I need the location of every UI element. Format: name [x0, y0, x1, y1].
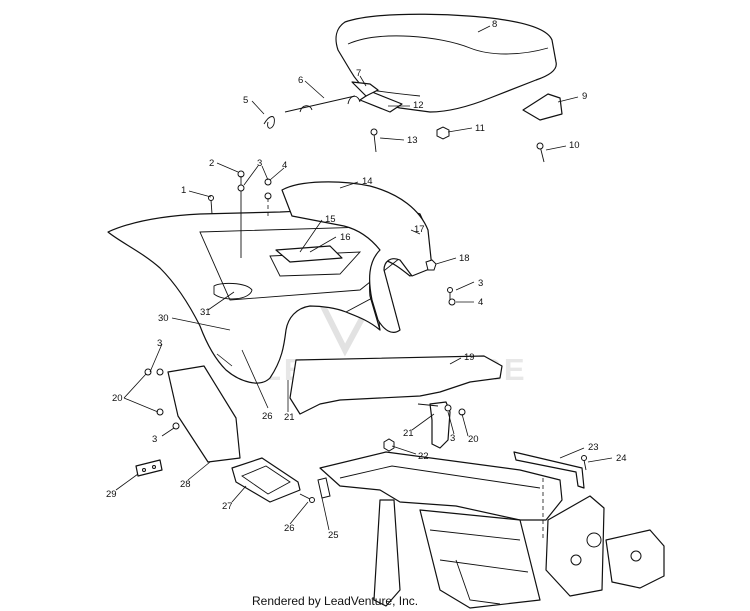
fender-liner [275, 245, 343, 263]
splash-bracket [429, 401, 451, 449]
latch-rod [284, 95, 356, 113]
callout-22: 22 [418, 451, 429, 462]
spacer [317, 477, 331, 499]
seat [335, 13, 557, 113]
callout-14: 14 [362, 176, 373, 187]
fender-clip [425, 259, 437, 271]
callout-9: 9 [582, 91, 587, 102]
callout-30: 30 [158, 313, 169, 324]
callout-6: 6 [298, 75, 303, 86]
callout-29: 29 [106, 489, 117, 500]
callout-2: 2 [209, 158, 214, 169]
callout-31: 31 [200, 307, 211, 318]
frame-nut [383, 438, 395, 452]
strap-screw [583, 459, 587, 471]
callout-28: 28 [180, 479, 191, 490]
frame [319, 451, 665, 609]
seat-nut [436, 126, 450, 140]
callout-18: 18 [459, 253, 470, 264]
callout-3: 3 [257, 158, 262, 169]
callout-3-flap-top: 3 [157, 338, 162, 349]
callout-4-right: 3 [478, 278, 483, 289]
washer [237, 184, 245, 192]
flap-plate [135, 459, 163, 477]
callout-4: 4 [282, 160, 287, 171]
callout-25: 25 [328, 530, 339, 541]
mud-flap [167, 365, 241, 463]
callout-26-footrest: 26 [284, 523, 295, 534]
callout-7: 7 [356, 68, 361, 79]
callout-23: 23 [588, 442, 599, 453]
callouts: 1 2 3 4 5 6 7 8 9 10 11 12 13 14 15 16 1… [106, 19, 627, 541]
callout-19: 19 [464, 352, 475, 363]
callout-26: 26 [262, 411, 273, 422]
callout-16: 16 [340, 232, 351, 243]
callout-1: 1 [181, 185, 186, 196]
callout-21-right: 21 [403, 428, 414, 439]
frame-strap [513, 451, 585, 489]
callout-20: 20 [112, 393, 123, 404]
rendered-by-footer: Rendered by LeadVenture, Inc. [252, 594, 419, 608]
callout-20-right: 20 [468, 434, 479, 445]
callout-3-flap-bottom: 3 [152, 434, 157, 445]
callout-24: 24 [616, 453, 627, 464]
side-panel [281, 181, 433, 333]
callout-5: 5 [243, 95, 248, 106]
callout-27: 27 [222, 501, 233, 512]
seat-latch-bracket [522, 93, 563, 121]
callout-11: 11 [475, 123, 485, 134]
callout-13: 13 [407, 135, 418, 146]
callout-21: 21 [284, 412, 295, 423]
splash-guard [289, 355, 503, 415]
callout-3-bracket: 3 [450, 433, 455, 444]
callout-10: 10 [569, 140, 580, 151]
callout-17: 17 [414, 224, 425, 235]
right-washer [448, 298, 456, 306]
right-screw [447, 287, 453, 293]
footrest [231, 457, 301, 503]
callout-12: 12 [413, 100, 424, 111]
callout-8: 8 [492, 19, 497, 30]
push-rivet [210, 199, 213, 215]
flap-nut-top [144, 368, 152, 376]
leader-lines [115, 25, 613, 531]
callout-3-right: 4 [478, 297, 483, 308]
bracket-screw [373, 133, 377, 153]
latch-spring [263, 116, 275, 129]
callout-15: 15 [325, 214, 336, 225]
